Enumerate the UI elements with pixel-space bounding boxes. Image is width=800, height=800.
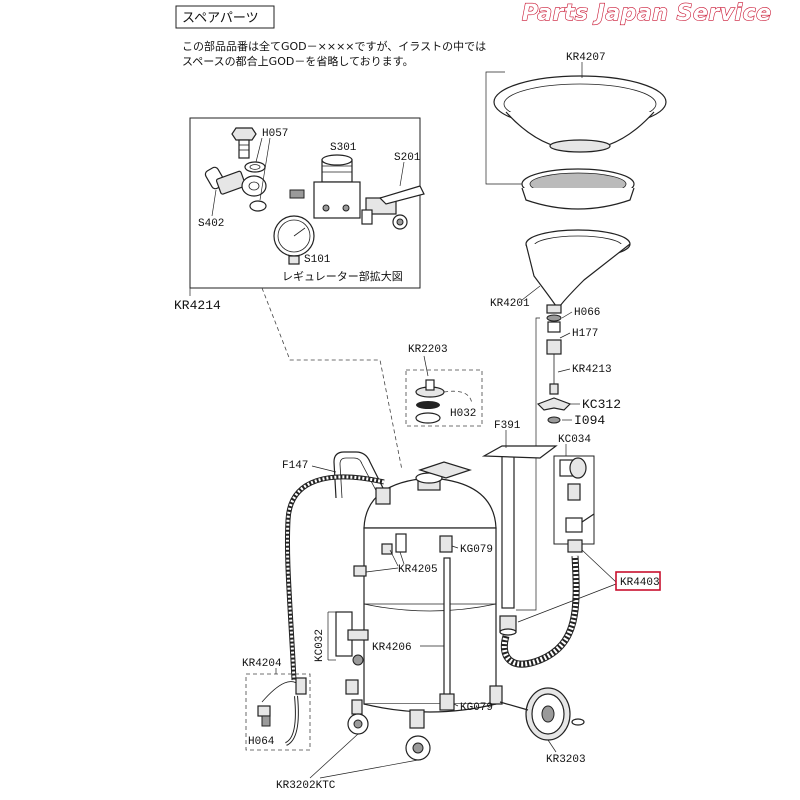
caster-left (347, 699, 369, 735)
inset-leader (261, 287, 403, 471)
pressure-gauge (273, 215, 315, 265)
label-kr4205: KR4205 (398, 564, 438, 576)
label-kc032: KC032 (314, 629, 326, 662)
label-kg079-bottom: KG079 (460, 702, 493, 714)
label-h066: H066 (574, 307, 600, 319)
label-kr4214: KR4214 (174, 298, 221, 313)
section-title: スペアパーツ (182, 11, 259, 26)
bolt-part (231, 127, 257, 159)
label-kr4206: KR4206 (372, 642, 412, 654)
label-kr3203: KR3203 (546, 754, 586, 766)
drain-hose-assembly: KC034 F391 (494, 420, 595, 668)
rear-wheel (499, 687, 585, 741)
drain-tank (333, 445, 585, 761)
label-h057: H057 (262, 128, 288, 140)
kr4403-highlight-box (615, 571, 661, 591)
label-kr4403: KR4403 (620, 577, 660, 589)
label-h064: H064 (248, 736, 275, 748)
section-title-box (175, 5, 275, 29)
label-h032: H032 (450, 408, 476, 420)
funnel-leader (516, 317, 540, 611)
regulator-body (313, 154, 361, 219)
note-line-1: この部品品番は全てGOD－××××ですが、イラストの中では (182, 39, 486, 53)
label-kr4204: KR4204 (242, 658, 282, 670)
inset-caption: レギュレーター部拡大図 (282, 269, 403, 283)
label-f391: F391 (494, 420, 521, 432)
label-kg079-top: KG079 (460, 544, 493, 556)
label-s402: S402 (198, 218, 224, 230)
label-kr3202ktc: KR3202KTC (276, 780, 336, 792)
label-f147: F147 (282, 460, 308, 472)
label-kr2203: KR2203 (408, 344, 448, 356)
label-i094: I094 (574, 413, 605, 428)
washer-h057-a (244, 161, 266, 173)
label-kr4213: KR4213 (572, 364, 612, 376)
cap-inset: KR2203 H032 (405, 344, 483, 427)
label-kc312: KC312 (582, 397, 621, 412)
note-line-2: スペースの都合上GOD－を省略しております。 (182, 54, 414, 68)
brand-logo: Parts Japan Service (522, 1, 772, 26)
funnel-assembly: KR4207 KR4201 H066 H177 KR4213 KC312 I09… (485, 52, 667, 428)
label-kr4207: KR4207 (566, 52, 606, 64)
label-kc034: KC034 (558, 434, 591, 446)
nipple-part (204, 166, 246, 195)
label-s201: S201 (394, 152, 421, 164)
caster-right (489, 685, 503, 705)
long-hose-inset: KR4204 H064 (242, 474, 385, 751)
ball-valve (361, 185, 425, 230)
regulator-inset: H057 S301 S201 S402 S101 レギュレーター部拡大図 KR4… (174, 117, 425, 313)
label-s101: S101 (304, 254, 331, 266)
label-kr4201: KR4201 (490, 298, 530, 310)
label-h177: H177 (572, 328, 598, 340)
inset-frame (189, 117, 421, 289)
caster-center (405, 709, 431, 761)
washer-h057-b (249, 200, 267, 212)
label-s301: S301 (330, 142, 357, 154)
